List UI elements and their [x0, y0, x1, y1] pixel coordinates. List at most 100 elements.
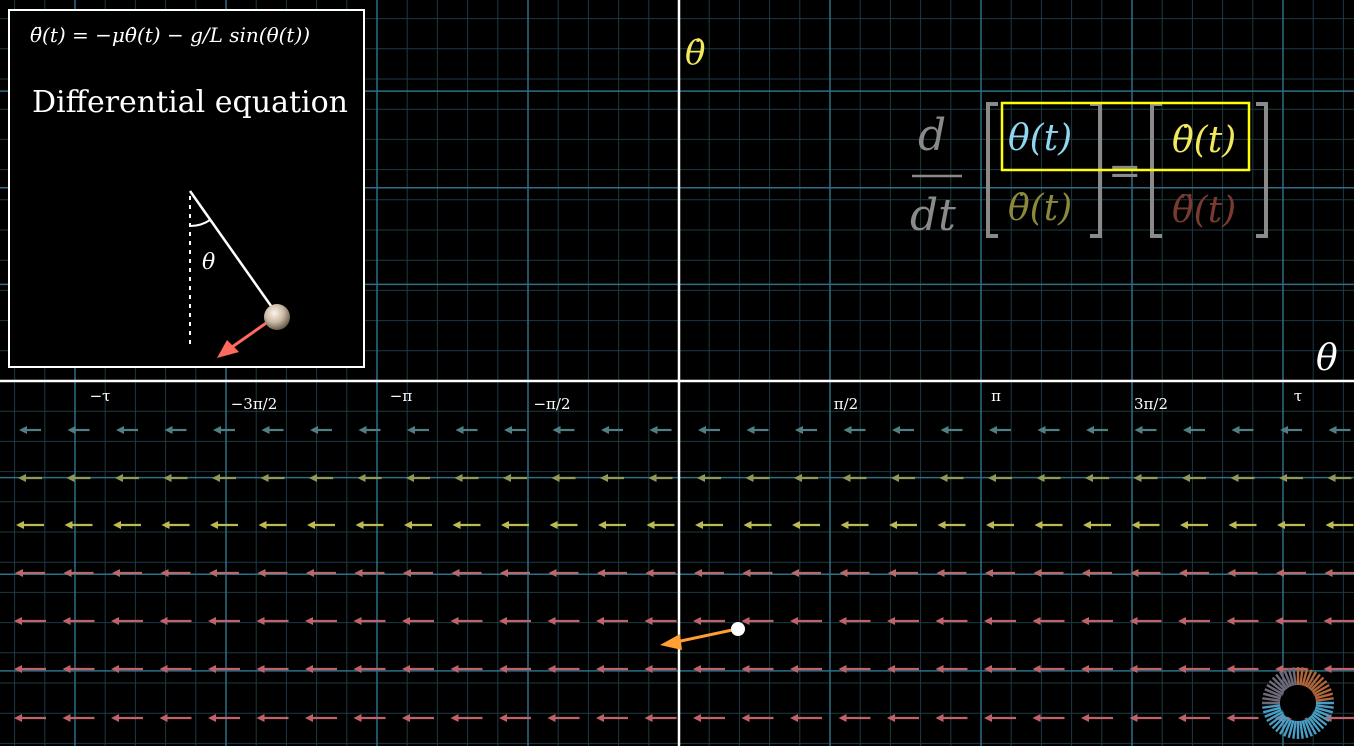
arrow-head — [407, 426, 415, 434]
vector-field-arrow — [984, 714, 1016, 722]
inset-title: Differential equation — [32, 85, 348, 120]
arrow-head — [1032, 665, 1041, 673]
vector-field-arrow — [598, 521, 626, 529]
arrow-head — [208, 617, 216, 625]
vector-field-arrow — [1133, 474, 1158, 482]
spinner-segment — [1262, 692, 1281, 700]
arrow-head — [598, 521, 606, 529]
arrow-head — [210, 521, 218, 529]
vector-field-arrow — [596, 714, 628, 722]
vector-field-arrow — [66, 474, 91, 482]
arrow-head — [891, 474, 899, 482]
vector-field-arrow — [208, 665, 240, 673]
vector-field-arrow — [256, 665, 289, 673]
arrow-head — [1231, 426, 1240, 434]
vector-field-arrow — [209, 569, 239, 577]
highlight-box — [1000, 101, 1251, 172]
arrow-head — [746, 426, 755, 434]
vector-field-arrow — [14, 714, 46, 722]
arrow-head — [161, 521, 170, 529]
vector-field-arrow — [742, 569, 773, 577]
vector-field-arrow — [935, 617, 968, 625]
vector-field-arrow — [353, 665, 386, 673]
arrow-head — [499, 665, 507, 673]
arrow-head — [402, 714, 410, 722]
vector-field-arrow — [1034, 521, 1063, 529]
spinner-segment — [1305, 717, 1318, 735]
rhs-bottom-entry: θ̈(t) — [1172, 190, 1236, 231]
arrow-head — [596, 617, 604, 625]
differential-equation-formula: θ̈(t) = −μθ̇(t) − g/L sin(θ(t)) — [30, 23, 311, 47]
arrow-head — [790, 617, 798, 625]
vector-field-arrow — [258, 521, 287, 529]
vector-field-arrow — [1085, 474, 1109, 482]
vector-field-arrow — [1033, 569, 1064, 577]
vector-field-arrow — [794, 474, 818, 482]
vector-field-arrow — [499, 714, 531, 722]
spinner-segment — [1299, 667, 1304, 686]
arrow-head — [838, 665, 847, 673]
vector-field-arrow — [601, 426, 623, 434]
state-arrow-shaft — [675, 627, 738, 644]
vector-field-arrow — [551, 474, 576, 482]
state-point — [731, 622, 745, 636]
vector-field-arrow — [1032, 665, 1065, 673]
spinner-segment — [1301, 720, 1309, 739]
arrow-head — [454, 474, 463, 482]
vector-field-arrow — [67, 426, 90, 434]
arrow-head — [889, 521, 897, 529]
arrow-head — [790, 714, 798, 722]
vector-field-arrow — [14, 665, 46, 673]
vector-field-arrow — [208, 714, 240, 722]
vector-field-arrow — [935, 714, 968, 722]
arrow-head — [1228, 521, 1237, 529]
vector-field-arrow — [887, 617, 919, 625]
vector-field-arrow — [937, 521, 966, 529]
vector-field-arrow — [741, 665, 774, 673]
vector-field-arrow — [454, 474, 479, 482]
vector-field-arrow — [986, 521, 1014, 529]
arrow-head — [1129, 665, 1138, 673]
tick-label-neg-pi-2: −π/2 — [533, 395, 570, 413]
arrow-head — [113, 521, 121, 529]
vector-field-arrow — [504, 426, 526, 434]
vector-field-arrow — [791, 569, 821, 577]
arrow-head — [790, 665, 798, 673]
arrow-head — [1275, 665, 1283, 673]
spinner-segment — [1292, 720, 1297, 739]
vector-field-arrow — [307, 521, 335, 529]
arrow-head — [547, 617, 556, 625]
vector-field-arrow — [1323, 617, 1354, 625]
state-arrow-head — [660, 634, 682, 650]
vector-field-arrow — [1328, 426, 1351, 434]
arrow-head — [935, 617, 944, 625]
vector-field-arrow — [450, 714, 483, 722]
rhs-top-entry: θ̇(t) — [1172, 120, 1236, 161]
vector-field-arrow — [838, 617, 871, 625]
vector-field-arrow — [256, 714, 289, 722]
arrow-head — [1323, 665, 1332, 673]
arrow-head — [1033, 569, 1042, 577]
vector-field-arrow — [693, 714, 725, 722]
arrow-head — [547, 665, 556, 673]
vector-field-arrow — [450, 665, 483, 673]
arrow-head — [1178, 714, 1186, 722]
vector-field-arrow — [1276, 569, 1306, 577]
vector-field-arrow — [452, 521, 481, 529]
spinner-segment — [1309, 676, 1325, 692]
arrow-head — [357, 474, 366, 482]
arrow-head — [208, 665, 216, 673]
arrow-head — [648, 474, 657, 482]
spinner-segment — [1268, 713, 1285, 726]
vector-field-arrow — [354, 569, 385, 577]
arrow-head — [111, 665, 119, 673]
spinner-segment — [1287, 720, 1295, 739]
arrow-head — [694, 569, 702, 577]
vector-field-arrow — [985, 569, 1015, 577]
arrow-head — [1280, 426, 1288, 434]
vector-field-arrow — [1130, 569, 1161, 577]
spinner-segment — [1309, 714, 1325, 730]
vector-field-arrow — [838, 665, 871, 673]
vector-field-arrow — [1183, 426, 1205, 434]
spinner-segment — [1308, 716, 1321, 733]
